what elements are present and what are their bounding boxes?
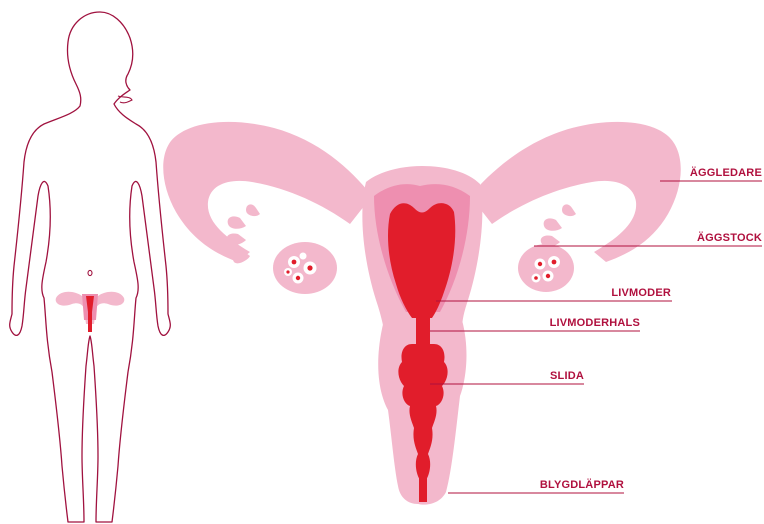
label-aggledare: ÄGGLEDARE	[690, 166, 762, 179]
body-silhouette	[10, 12, 171, 522]
label-livmoderhals: LIVMODERHALS	[550, 317, 640, 329]
mini-organ	[56, 292, 125, 332]
cervical-canal	[416, 316, 430, 344]
label-livmoder: LIVMODER	[611, 287, 671, 299]
body-outline	[10, 12, 171, 522]
fallopian-tube-left	[163, 122, 372, 262]
uterus-diagram	[163, 122, 681, 505]
label-blygdlappar: BLYGDLÄPPAR	[540, 478, 624, 491]
label-aggstock: ÄGGSTOCK	[697, 231, 762, 244]
label-slida: SLIDA	[550, 370, 584, 382]
ovary-right	[518, 244, 574, 292]
navel	[88, 270, 92, 275]
hair-detail	[118, 96, 132, 103]
vaginal-opening	[419, 478, 427, 502]
fallopian-tube-right	[470, 122, 681, 262]
